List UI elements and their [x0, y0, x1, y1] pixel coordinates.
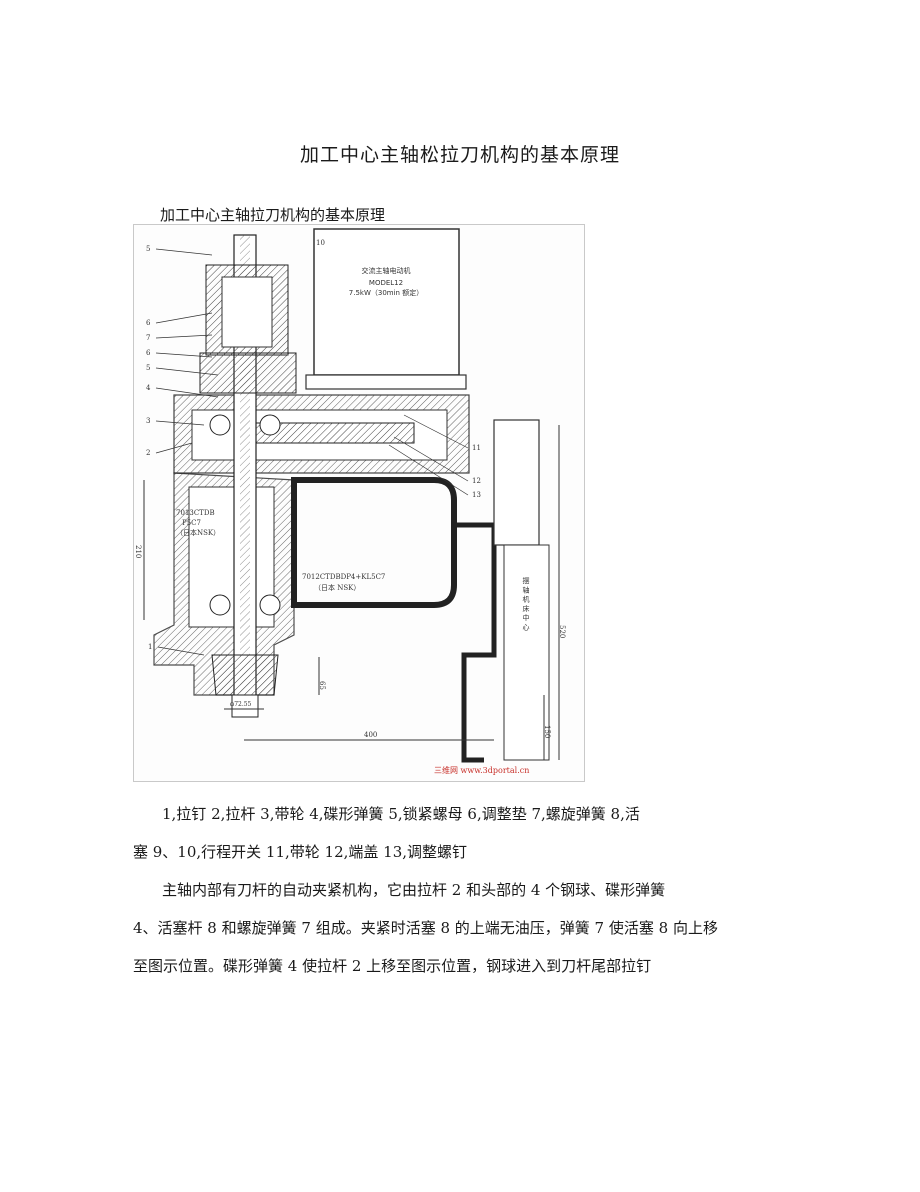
motor-label-1: 交流主轴电动机	[362, 266, 411, 275]
bearing-note-bottom-1: 7012CTDBDP4+KL5C7	[302, 573, 385, 581]
bearing-note-top-1: 7013CTDB	[176, 509, 215, 517]
body-line-1: 主轴内部有刀杆的自动夹紧机构，它由拉杆 2 和头部的 4 个钢球、碟形弹簧	[162, 881, 666, 899]
callout-5: 5	[146, 364, 150, 372]
side-column	[493, 419, 540, 546]
bearing-note-top-2: P5C7	[182, 519, 201, 527]
bearing-bottom-left	[209, 594, 231, 616]
motor-label-3: 7.5kW（30min 额定）	[349, 288, 423, 297]
caption-line-2: 塞 9、10,行程开关 11,带轮 12,端盖 13,调整螺钉	[133, 843, 468, 861]
side-label: 摆 轴 机 床 中 心	[522, 576, 530, 630]
watermark: 三维网 www.3dportal.cn	[434, 765, 529, 775]
svg-text:210: 210	[134, 545, 142, 558]
callout-10: 10	[316, 239, 325, 247]
top-head	[199, 352, 297, 394]
motor-base	[305, 374, 467, 390]
spindle-mechanism-figure: 交流主轴电动机 MODEL12 7.5kW（30min 额定） 摆 轴 机 床 …	[133, 224, 585, 782]
motor-body	[313, 228, 460, 376]
page-title: 加工中心主轴松拉刀机构的基本原理	[299, 144, 620, 166]
body-line-3: 至图示位置。碟形弹簧 4 使拉杆 2 上移至图示位置，钢球进入到刀杆尾部拉钉	[133, 957, 652, 975]
section-subtitle: 加工中心主轴拉刀机构的基本原理	[160, 206, 386, 224]
callout-11: 11	[472, 444, 481, 452]
svg-text:150: 150	[543, 725, 551, 738]
machine-frame	[291, 477, 457, 608]
caption-line-1: 1,拉钉 2,拉杆 3,带轮 4,碟形弹簧 5,锁紧螺母 6,调整垫 7,螺旋弹…	[162, 805, 640, 823]
callout-4: 4	[146, 384, 151, 392]
bearing-top-right	[259, 414, 281, 436]
callout-13: 13	[472, 491, 481, 499]
bearing-bottom-right	[259, 594, 281, 616]
svg-text:65: 65	[318, 681, 326, 690]
svg-text:400: 400	[364, 731, 377, 739]
body-line-2: 4、活塞杆 8 和螺旋弹簧 7 组成。夹紧时活塞 8 的上端无油压，弹簧 7 使…	[133, 919, 718, 937]
svg-text:φ72.55: φ72.55	[230, 701, 252, 708]
motor-label-2: MODEL12	[369, 279, 403, 287]
svg-text:520: 520	[558, 625, 566, 638]
callout-12: 12	[472, 477, 481, 485]
callout-6b: 6	[146, 349, 151, 357]
callout-6: 6	[146, 319, 151, 327]
callout-3: 3	[146, 417, 150, 425]
bearing-note-top-3: （日本NSK）	[176, 528, 220, 537]
figure-caption: 1,拉钉 2,拉杆 3,带轮 4,碟形弹簧 5,锁紧螺母 6,调整垫 7,螺旋弹…	[133, 795, 783, 871]
callout-2: 2	[146, 449, 150, 457]
callout-7: 7	[146, 334, 150, 342]
callout-1: 1	[148, 643, 152, 651]
body-paragraph: 主轴内部有刀杆的自动夹紧机构，它由拉杆 2 和头部的 4 个钢球、碟形弹簧 4、…	[133, 871, 783, 985]
bearing-note-bottom-2: （日本 NSK）	[314, 583, 360, 592]
spindle-nose	[211, 654, 279, 696]
callout-5-top: 5	[146, 245, 150, 253]
bearing-top-left	[209, 414, 231, 436]
spindle-drawing: 交流主轴电动机 MODEL12 7.5kW（30min 额定） 摆 轴 机 床 …	[134, 228, 566, 775]
